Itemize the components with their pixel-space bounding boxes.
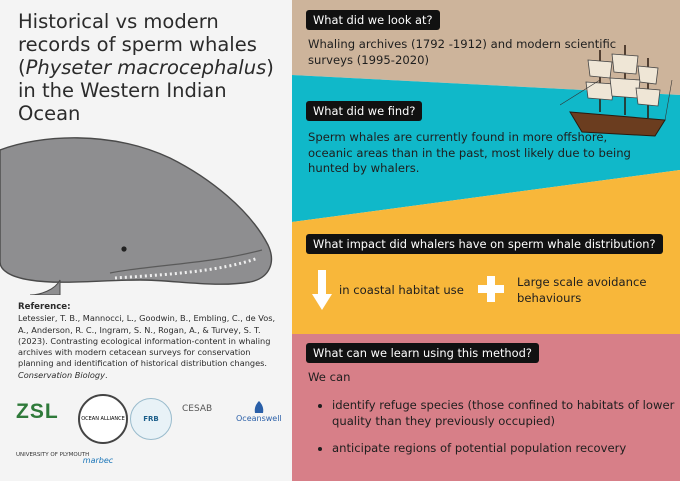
avoidance-text: Large scale avoidance behaviours — [517, 275, 647, 305]
found-text: Sperm whales are currently found in more… — [308, 130, 631, 175]
partner-logos: ZSL OCEAN ALLIANCE FRB CESAB Oceanswell … — [14, 394, 289, 479]
oceanswell-icon — [254, 401, 264, 413]
label-what-did-we-find: What did we find? — [306, 101, 423, 121]
cesab-logo: CESAB — [182, 404, 213, 414]
learn-bullets: identify refuge species (those confined … — [314, 398, 677, 469]
zsl-logo: ZSL — [16, 400, 59, 423]
marbec-logo: marbec — [82, 455, 114, 465]
reference-tail: . — [104, 369, 108, 380]
ship-illustration — [560, 45, 673, 137]
down-arrow-icon — [312, 270, 332, 310]
plymouth-logo: UNIVERSITY OF PLYMOUTH — [16, 452, 90, 458]
reference-block: Reference: Letessier, T. B., Mannocci, L… — [18, 302, 283, 381]
title-text-1: Historical vs modern records of sperm wh… — [18, 10, 257, 79]
plus-icon — [478, 276, 504, 302]
label-what-impact: What impact did whalers have on sperm wh… — [306, 234, 663, 254]
reference-heading: Reference: — [18, 302, 71, 312]
whale-illustration — [0, 137, 273, 295]
reference-body: Letessier, T. B., Mannocci, L., Goodwin,… — [18, 313, 276, 369]
coastal-text: in coastal habitat use — [339, 283, 464, 297]
band-pink — [292, 334, 680, 481]
label-what-can-we-learn: What can we learn using this method? — [306, 343, 539, 363]
frb-logo: FRB — [130, 398, 172, 440]
learn-intro: We can — [308, 370, 351, 384]
oceanswell-text: Oceanswell — [236, 414, 282, 423]
label-what-did-we-look-at: What did we look at? — [306, 10, 440, 30]
oceanswell-logo: Oceanswell — [236, 400, 282, 423]
reference-journal: Conservation Biology — [18, 369, 105, 380]
left-panel: Historical vs modern records of sperm wh… — [0, 0, 292, 481]
poster-title: Historical vs modern records of sperm wh… — [18, 10, 288, 125]
title-species: Physeter macrocephalus — [25, 56, 267, 79]
list-item: anticipate regions of potential populati… — [332, 441, 677, 457]
list-item: identify refuge species (those confined … — [332, 398, 677, 429]
ocean-alliance-logo: OCEAN ALLIANCE — [78, 394, 128, 444]
title-text-2: ) in the Western Indian Ocean — [18, 56, 274, 125]
right-panel: What did we look at? Whaling archives (1… — [292, 0, 680, 481]
looked-text: Whaling archives (1792 -1912) and modern… — [308, 37, 617, 67]
